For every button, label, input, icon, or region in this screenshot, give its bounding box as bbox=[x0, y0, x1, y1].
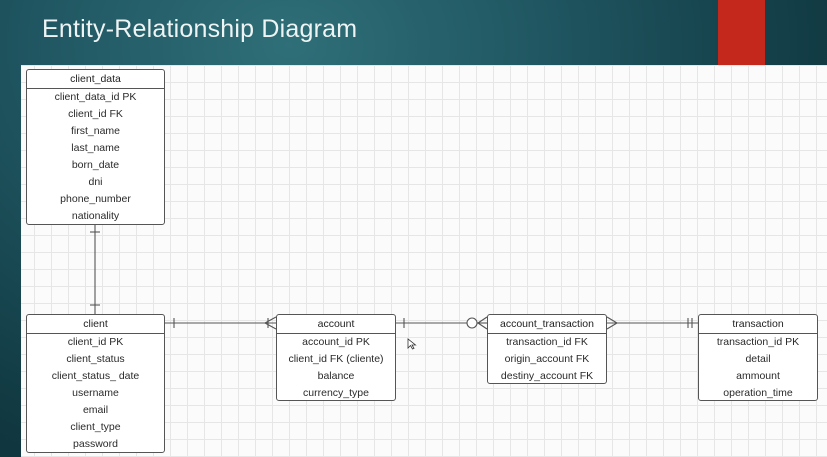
red-accent-bar bbox=[718, 0, 765, 66]
mouse-cursor-icon bbox=[407, 338, 417, 350]
field-row: client_id FK (cliente) bbox=[288, 353, 384, 365]
field-row: nationality bbox=[71, 210, 120, 222]
field-row: origin_account FK bbox=[504, 353, 590, 365]
entity-header: account_transaction bbox=[488, 315, 606, 334]
field-row: last_name bbox=[71, 142, 120, 154]
field-row: dni bbox=[88, 176, 103, 188]
field-row: detail bbox=[745, 353, 771, 365]
rel-client-data-client bbox=[90, 224, 100, 314]
diagram-canvas[interactable]: client_data client_data_id PK client_id … bbox=[21, 65, 827, 457]
field-row: transaction_id PK bbox=[716, 336, 800, 348]
field-row: currency_type bbox=[303, 387, 369, 399]
relationship-lines bbox=[90, 224, 698, 330]
entity-client-data[interactable]: client_data client_data_id PK client_id … bbox=[26, 69, 165, 225]
entity-header: account bbox=[277, 315, 395, 334]
field-row: transaction_id FK bbox=[506, 336, 588, 348]
entity-account-transaction[interactable]: account_transaction transaction_id FK or… bbox=[487, 314, 607, 384]
field-row: password bbox=[73, 438, 118, 450]
field-row: client_type bbox=[70, 421, 121, 433]
field-row: ammount bbox=[736, 370, 780, 382]
field-row: client_data_id PK bbox=[54, 91, 137, 103]
field-row: client_status_ date bbox=[51, 370, 140, 382]
field-row: operation_time bbox=[723, 387, 793, 399]
rel-account-transaction-transaction bbox=[606, 316, 698, 330]
field-row: born_date bbox=[71, 159, 120, 171]
entity-header: transaction bbox=[699, 315, 817, 334]
field-row: client_status bbox=[66, 353, 125, 365]
field-row: account_id PK bbox=[302, 336, 370, 348]
field-row: username bbox=[72, 387, 119, 399]
field-row: first_name bbox=[70, 125, 121, 137]
field-row: balance bbox=[317, 370, 355, 382]
entity-account[interactable]: account account_id PK client_id FK (clie… bbox=[276, 314, 396, 401]
entity-transaction[interactable]: transaction transaction_id PK detail amm… bbox=[698, 314, 818, 401]
entity-header: client bbox=[27, 315, 164, 334]
field-row: email bbox=[82, 404, 109, 416]
field-row: destiny_account FK bbox=[500, 370, 594, 382]
field-row: client_id PK bbox=[67, 336, 124, 348]
entity-client[interactable]: client client_id PK client_status client… bbox=[26, 314, 165, 453]
rel-account-account-transaction bbox=[396, 316, 488, 330]
rel-client-account bbox=[165, 316, 277, 330]
field-row: client_id FK bbox=[68, 108, 123, 120]
slide-title: Entity-Relationship Diagram bbox=[42, 15, 358, 43]
field-row: phone_number bbox=[60, 193, 131, 205]
entity-header: client_data bbox=[27, 70, 164, 89]
